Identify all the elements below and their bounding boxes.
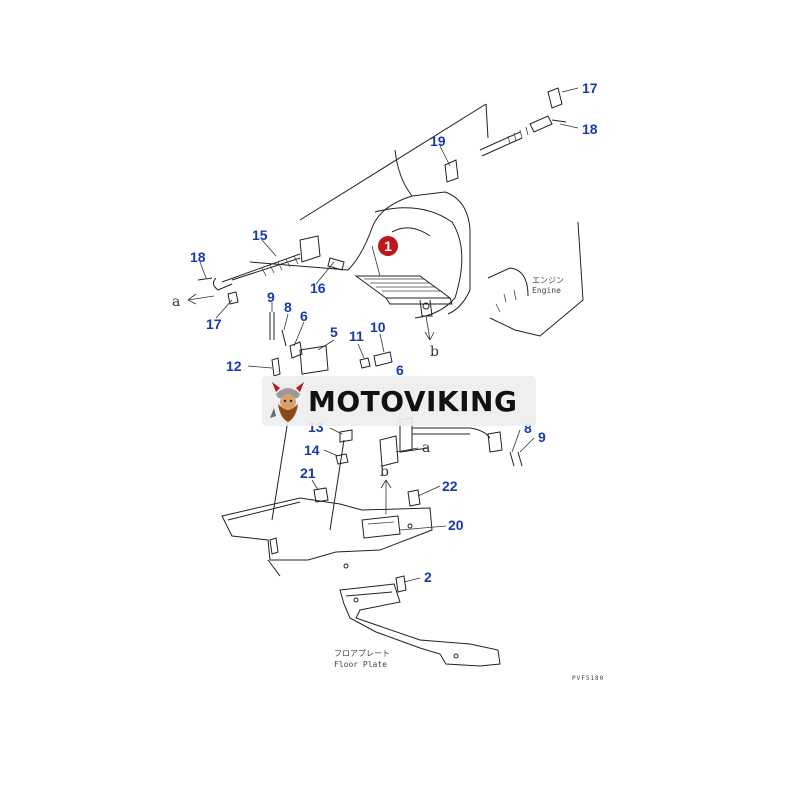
- engine-housing: [249, 103, 584, 337]
- callout-8-left: 8: [284, 299, 292, 315]
- callout-17-left: 17: [206, 316, 222, 332]
- callout-2: 2: [424, 569, 432, 585]
- direction-b-bottom: b: [380, 464, 389, 480]
- callout-9-left: 9: [267, 289, 275, 305]
- highlight-marker: [378, 236, 398, 256]
- brand-watermark: MOTOVIKING: [262, 376, 536, 426]
- callout-17-top: 17: [582, 80, 598, 96]
- callout-10: 10: [370, 319, 386, 335]
- callout-8-right: 8: [524, 420, 532, 436]
- direction-a-right: a: [422, 440, 430, 456]
- direction-arrows: [187, 293, 435, 514]
- callout-19: 19: [430, 133, 446, 149]
- floor-label-jp: フロアプレート: [334, 649, 390, 658]
- callout-6-top: 6: [300, 308, 308, 324]
- callout-14: 14: [304, 442, 320, 458]
- callout-18-top: 18: [582, 121, 598, 137]
- brand-name: MOTOVIKING: [308, 385, 518, 418]
- linkage-hardware: [197, 277, 393, 377]
- throttle-cable: [212, 87, 567, 291]
- drawing-code: PVF5180: [572, 675, 604, 682]
- callout-18-left: 18: [190, 249, 206, 265]
- callout-1: 1: [384, 238, 392, 254]
- callout-20: 20: [448, 517, 464, 533]
- callout-5: 5: [330, 324, 338, 340]
- accelerator-pedal: [354, 275, 453, 317]
- engine-label-en: Engine: [532, 286, 561, 295]
- floor-label-en: Floor Plate: [334, 660, 387, 669]
- callout-12: 12: [226, 358, 242, 374]
- callout-16: 16: [310, 280, 326, 296]
- leader-lines: [199, 87, 579, 583]
- callout-15: 15: [252, 227, 268, 243]
- callout-9-right: 9: [538, 429, 546, 445]
- direction-b-top: b: [430, 344, 439, 360]
- callout-21: 21: [300, 465, 316, 481]
- engine-label-jp: エンジン: [532, 276, 564, 285]
- callout-6-right: 6: [396, 362, 404, 378]
- viking-mascot-icon: [270, 382, 304, 422]
- callout-22: 22: [442, 478, 458, 494]
- callout-11: 11: [349, 328, 364, 344]
- direction-a-left: a: [172, 294, 180, 310]
- floor-plate: [221, 489, 501, 667]
- right-linkage: [379, 417, 523, 467]
